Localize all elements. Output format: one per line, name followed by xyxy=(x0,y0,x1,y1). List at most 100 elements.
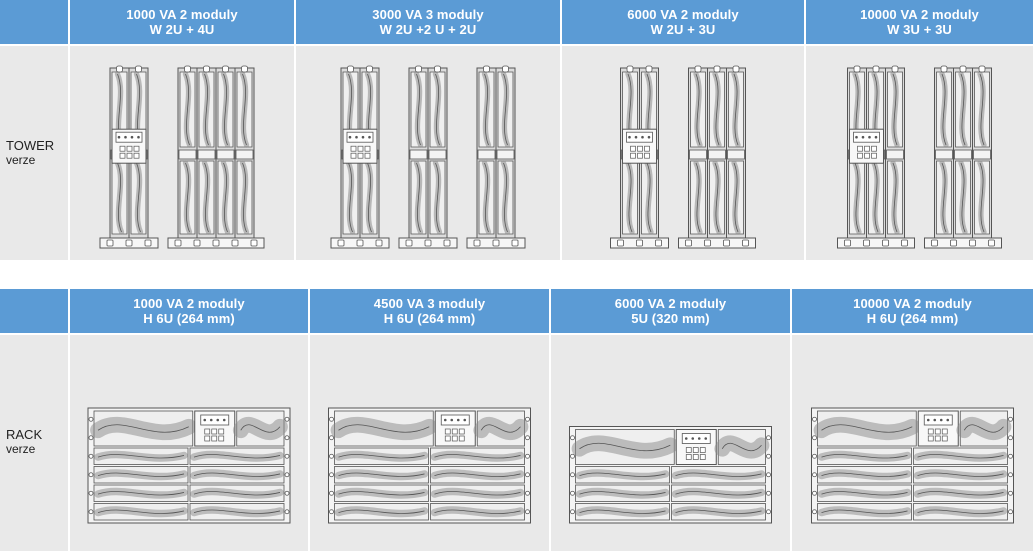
rack-led xyxy=(691,437,695,440)
rack-ear-screw xyxy=(284,472,290,478)
tower-header-2-line1: 3000 VA 3 moduly xyxy=(372,7,484,22)
tower-base xyxy=(837,237,915,249)
tower-foot xyxy=(511,239,519,247)
module-knob xyxy=(241,65,248,73)
rack-ear-screw xyxy=(88,509,94,515)
ups-button xyxy=(126,152,133,159)
module-wave-line xyxy=(348,162,353,233)
rack-ear-screw xyxy=(88,416,94,422)
rack-wave-line xyxy=(579,472,666,477)
module-wave-line xyxy=(695,73,701,146)
ups-display xyxy=(346,131,374,143)
rack-ear-screw xyxy=(525,472,530,478)
rack-ear-screw xyxy=(88,435,94,441)
module-handle xyxy=(954,149,972,160)
module-wave-line xyxy=(503,162,508,233)
tower-header-3-line1: 6000 VA 2 moduly xyxy=(627,7,739,22)
ups-button xyxy=(637,145,643,152)
tower-foot xyxy=(685,239,692,247)
module-wave-line xyxy=(435,73,440,146)
rack-ear-screw xyxy=(284,416,290,422)
rack-button xyxy=(941,435,948,442)
module-knob xyxy=(184,65,191,73)
rack-ear-screw xyxy=(766,490,771,496)
rack-ear-screw xyxy=(766,453,771,459)
rack-ear-screw xyxy=(284,509,290,515)
ups-led xyxy=(634,135,638,139)
tower-foot xyxy=(988,239,995,247)
module-knob xyxy=(959,65,967,73)
module-strip xyxy=(885,65,905,239)
rack-led xyxy=(450,418,454,422)
rack-ear-screw xyxy=(812,472,817,478)
ups-led xyxy=(368,135,371,139)
module-knob xyxy=(502,65,509,73)
module-handle xyxy=(477,149,496,160)
rack-ear-screw xyxy=(766,435,771,441)
module-knob xyxy=(940,65,948,73)
rack-header-4-line1: 10000 VA 2 moduly xyxy=(853,296,972,311)
tower-foot xyxy=(443,239,451,247)
ups-led xyxy=(868,135,871,139)
module-knob xyxy=(713,65,721,73)
module-wave-line xyxy=(204,162,209,233)
module-knob xyxy=(347,65,354,73)
rack-header-4-line2: H 6U (264 mm) xyxy=(866,311,959,326)
rack-button xyxy=(444,435,451,442)
rack-wave-line xyxy=(579,509,666,514)
ups-led xyxy=(647,135,651,139)
rack-button xyxy=(692,447,699,453)
rack-wave-line xyxy=(193,491,281,496)
tower-foot xyxy=(193,239,201,247)
tower-foot xyxy=(723,239,730,247)
module-knob xyxy=(434,65,441,73)
rack-cell-1 xyxy=(70,335,308,551)
ups-display xyxy=(853,131,880,143)
tower-header-2-line2: W 2U +2 U + 2U xyxy=(379,22,477,37)
rack-cell-2 xyxy=(310,335,549,551)
rack-wave-line xyxy=(675,509,762,514)
tower-foot xyxy=(617,239,624,247)
ups-button xyxy=(857,152,863,159)
rack-header-3-line1: 6000 VA 2 moduly xyxy=(614,296,727,311)
tower-drawing-3 xyxy=(610,65,756,249)
tower-drawing-1 xyxy=(99,65,265,249)
module-knob xyxy=(891,65,899,73)
rack-display xyxy=(200,414,230,426)
module-knob xyxy=(978,65,986,73)
rack-wave-line xyxy=(434,491,521,496)
rack-button xyxy=(218,428,225,435)
rack-drawing-3 xyxy=(569,426,772,524)
ups-led xyxy=(124,135,127,139)
rack-ear-screw xyxy=(329,490,334,496)
ups-tower-unit xyxy=(99,65,159,249)
rack-led xyxy=(926,418,930,422)
rack-display xyxy=(923,414,953,426)
rack-ear-screw xyxy=(570,435,575,441)
rack-wave-line xyxy=(480,424,521,433)
module-handle xyxy=(973,149,991,160)
rack-wave-line xyxy=(240,424,281,433)
module-wave-line xyxy=(484,162,489,233)
tower-corner-cell xyxy=(0,0,68,44)
rack-ear-screw xyxy=(570,490,575,496)
module-wave-line xyxy=(223,162,228,233)
rack-wave-line xyxy=(97,491,185,496)
module-wave-line xyxy=(941,162,947,233)
module-knob xyxy=(483,65,490,73)
rack-button xyxy=(458,435,465,442)
rack-led xyxy=(222,418,226,422)
ups-button xyxy=(119,145,126,152)
rack-ear-screw xyxy=(525,416,530,422)
rack-button xyxy=(451,428,458,435)
module-wave-line xyxy=(503,73,508,146)
rack-header-3-line2: 5U (320 mm) xyxy=(631,311,710,326)
ups-button xyxy=(350,145,357,152)
tower-header-3-line2: W 2U + 3U xyxy=(650,22,716,37)
rack-led xyxy=(216,418,220,422)
tower-foot xyxy=(704,239,711,247)
tower-row-label: TOWER verze xyxy=(0,46,68,260)
module-handle xyxy=(409,149,428,160)
rack-led xyxy=(933,418,937,422)
rack-header-2: 4500 VA 3 moduly H 6U (264 mm) xyxy=(310,289,549,333)
